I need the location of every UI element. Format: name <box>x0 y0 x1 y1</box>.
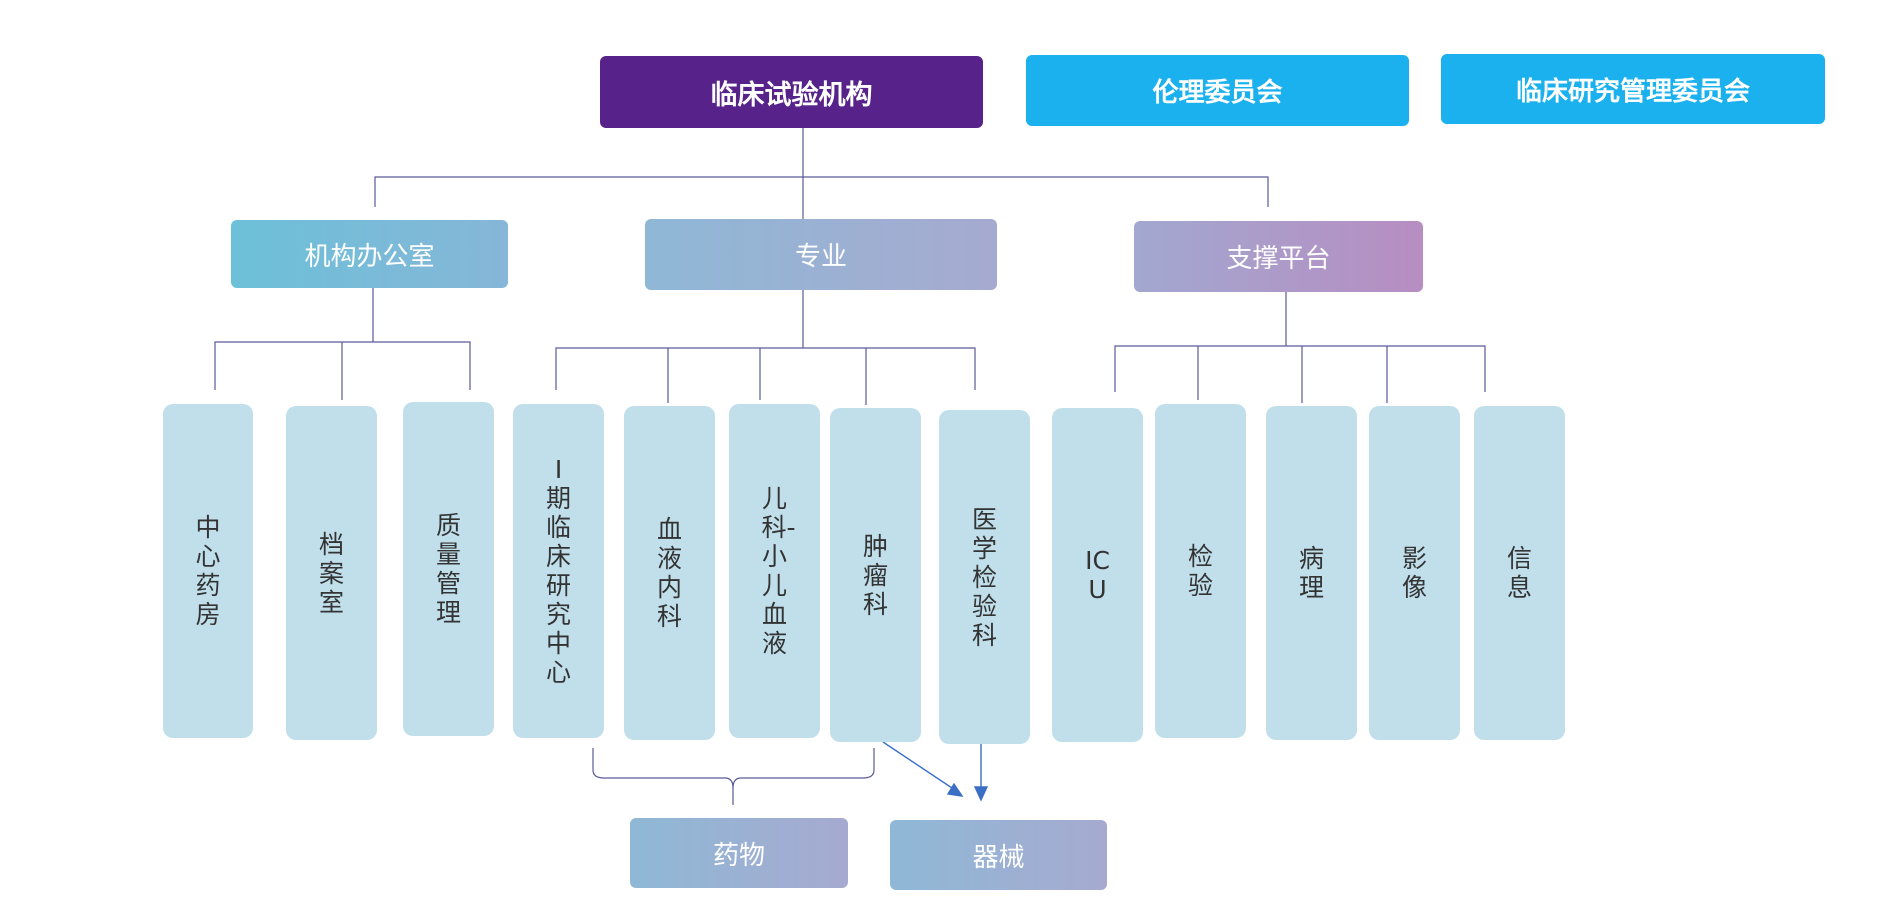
information-label: 信息 <box>1506 544 1532 602</box>
pathology-label: 病理 <box>1298 544 1324 602</box>
imaging-label: 影像 <box>1401 544 1427 602</box>
drug-node: 药物 <box>630 818 848 888</box>
quality-management-label: 质量管理 <box>435 511 461 627</box>
archive-room-label: 档案室 <box>318 529 344 617</box>
laboratory-medicine-node: 医学检验科 <box>939 410 1030 744</box>
clinical-trial-institution-label: 临床试验机构 <box>710 79 873 111</box>
central-pharmacy-label: 中心药房 <box>195 513 221 629</box>
phase1-center-label: I期临床研究中心 <box>545 455 571 687</box>
ethics-committee-label: 伦理委员会 <box>1152 78 1283 108</box>
hematology-label: 血液内科 <box>656 515 682 631</box>
hematology-node: 血液内科 <box>624 406 715 740</box>
oncology-label: 肿瘤科 <box>862 531 888 619</box>
institution-office-node: 机构办公室 <box>231 220 508 288</box>
phase1-center-node: I期临床研究中心 <box>513 404 604 738</box>
pathology-node: 病理 <box>1266 406 1357 740</box>
research-management-committee-label: 临床研究管理委员会 <box>1515 76 1750 107</box>
institution-office-label: 机构办公室 <box>304 241 435 272</box>
icu-node: ICU <box>1052 408 1143 742</box>
support-platform-label: 支撑平台 <box>1226 244 1331 274</box>
lab-test-label: 检验 <box>1187 542 1213 600</box>
oncology-node: 肿瘤科 <box>830 408 921 742</box>
central-pharmacy-node: 中心药房 <box>163 404 253 738</box>
support-platform-node: 支撑平台 <box>1134 221 1423 292</box>
imaging-node: 影像 <box>1369 406 1460 740</box>
pediatric-hematology-label: 儿科-小儿血液 <box>761 484 796 658</box>
icu-label: ICU <box>1085 546 1110 604</box>
device-node: 器械 <box>890 820 1107 890</box>
device-label: 器械 <box>972 842 1025 873</box>
research-management-committee-node: 临床研究管理委员会 <box>1441 54 1825 124</box>
pediatric-hematology-node: 儿科-小儿血液 <box>729 404 820 738</box>
information-node: 信息 <box>1474 406 1565 740</box>
drug-label: 药物 <box>712 840 765 871</box>
archive-room-node: 档案室 <box>286 406 377 740</box>
quality-management-node: 质量管理 <box>403 402 494 736</box>
specialty-node: 专业 <box>645 219 997 290</box>
ethics-committee-node: 伦理委员会 <box>1026 55 1409 126</box>
lab-test-node: 检验 <box>1155 404 1246 738</box>
laboratory-medicine-label: 医学检验科 <box>971 504 997 650</box>
clinical-trial-institution-node: 临床试验机构 <box>600 56 983 128</box>
specialty-label: 专业 <box>794 242 847 272</box>
